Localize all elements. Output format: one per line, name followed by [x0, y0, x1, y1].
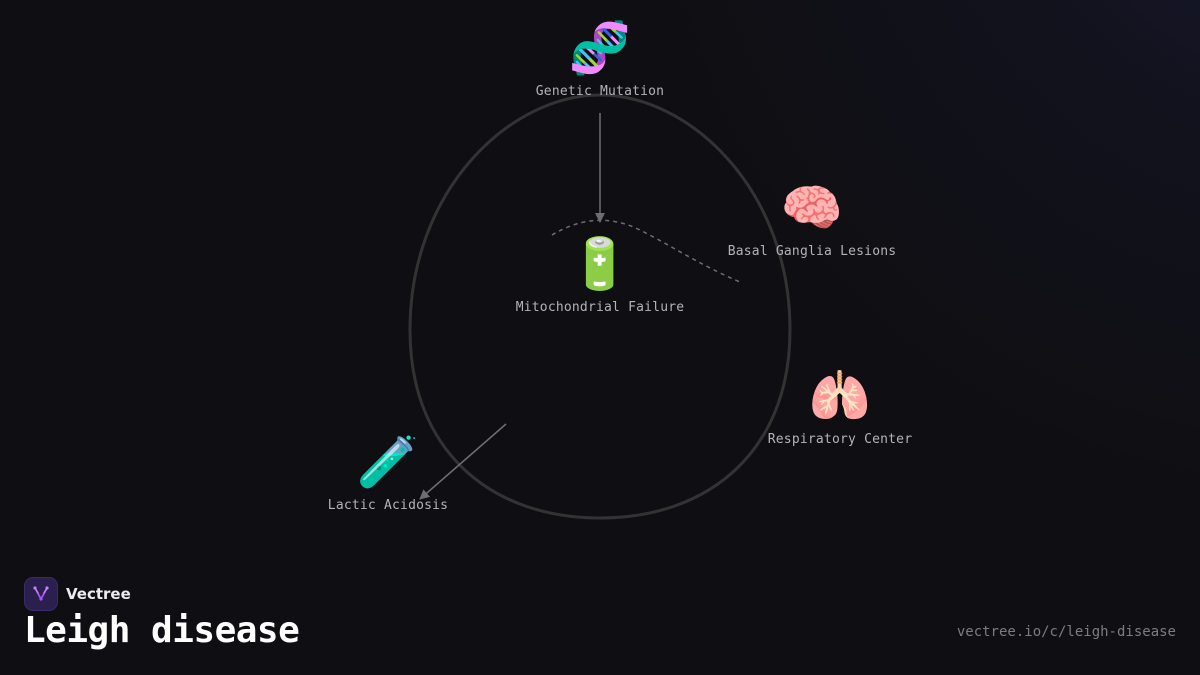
node-mitochondrial-failure[interactable]: 🔋 Mitochondrial Failure — [516, 236, 685, 315]
node-basal-ganglia-lesions[interactable]: 🧠 Basal Ganglia Lesions — [728, 180, 897, 259]
node-label: Mitochondrial Failure — [515, 300, 685, 315]
edge-mitochondrial-to-basal-ganglia — [551, 219, 741, 283]
node-genetic-mutation[interactable]: 🧬 Genetic Mutation — [536, 20, 664, 99]
vectree-logo-icon — [24, 577, 58, 611]
node-respiratory-center[interactable]: 🫁 Respiratory Center — [768, 368, 912, 447]
cycle-loop — [408, 93, 792, 520]
brain-icon: 🧠 — [780, 179, 844, 237]
brand-name: Vectree — [66, 585, 131, 603]
node-label: Respiratory Center — [767, 432, 913, 447]
node-label: Lactic Acidosis — [327, 498, 449, 513]
edge-mitochondrial-to-lactic-acidosis — [419, 423, 507, 500]
page-title: Leigh disease — [24, 610, 300, 651]
node-lactic-acidosis[interactable]: 🧪 Lactic Acidosis — [328, 434, 448, 513]
dna-icon: 🧬 — [568, 19, 632, 77]
node-label: Basal Ganglia Lesions — [727, 244, 897, 259]
node-label: Genetic Mutation — [535, 84, 665, 99]
brand[interactable]: Vectree — [24, 577, 131, 611]
battery-icon: 🔋 — [568, 235, 632, 293]
source-url[interactable]: vectree.io/c/leigh-disease — [956, 624, 1176, 640]
lungs-icon: 🫁 — [808, 367, 872, 425]
test-tube-icon: 🧪 — [356, 433, 420, 491]
